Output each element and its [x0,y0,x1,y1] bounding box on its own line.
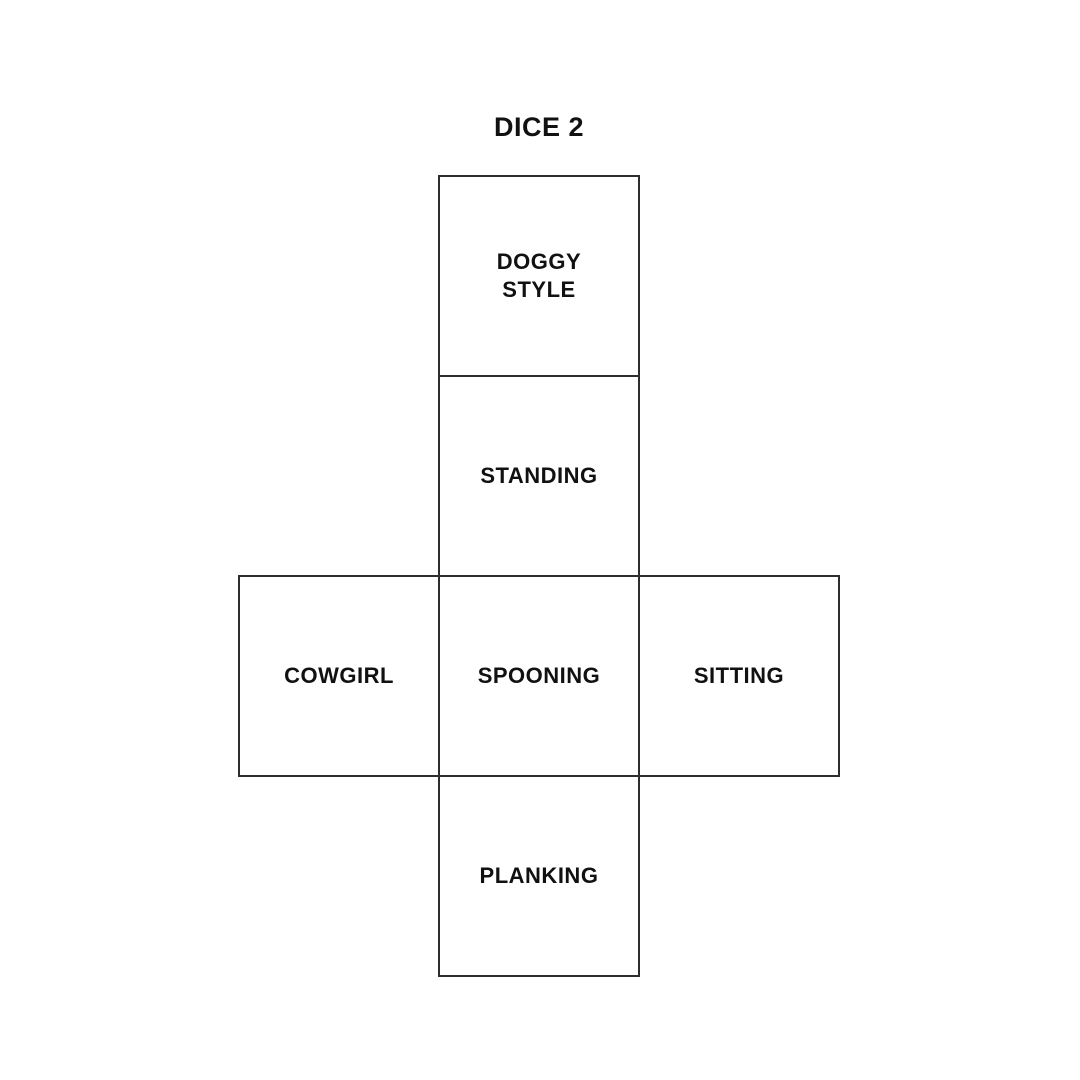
die-face-doggy-style: DOGGY STYLE [438,175,640,377]
die-face-standing: STANDING [438,375,640,577]
die-face-planking: PLANKING [438,775,640,977]
die-face-label: COWGIRL [284,662,394,688]
die-face-label: DOGGY STYLE [496,248,582,302]
die-face-spooning: SPOONING [438,575,640,777]
die-face-label: SPOONING [477,662,601,688]
die-face-cowgirl: COWGIRL [238,575,440,777]
die-face-sitting: SITTING [638,575,840,777]
die-face-label: PLANKING [479,862,599,888]
die-face-label: STANDING [480,462,598,488]
page-title: DICE 2 [493,112,585,142]
die-face-label: SITTING [693,662,785,688]
